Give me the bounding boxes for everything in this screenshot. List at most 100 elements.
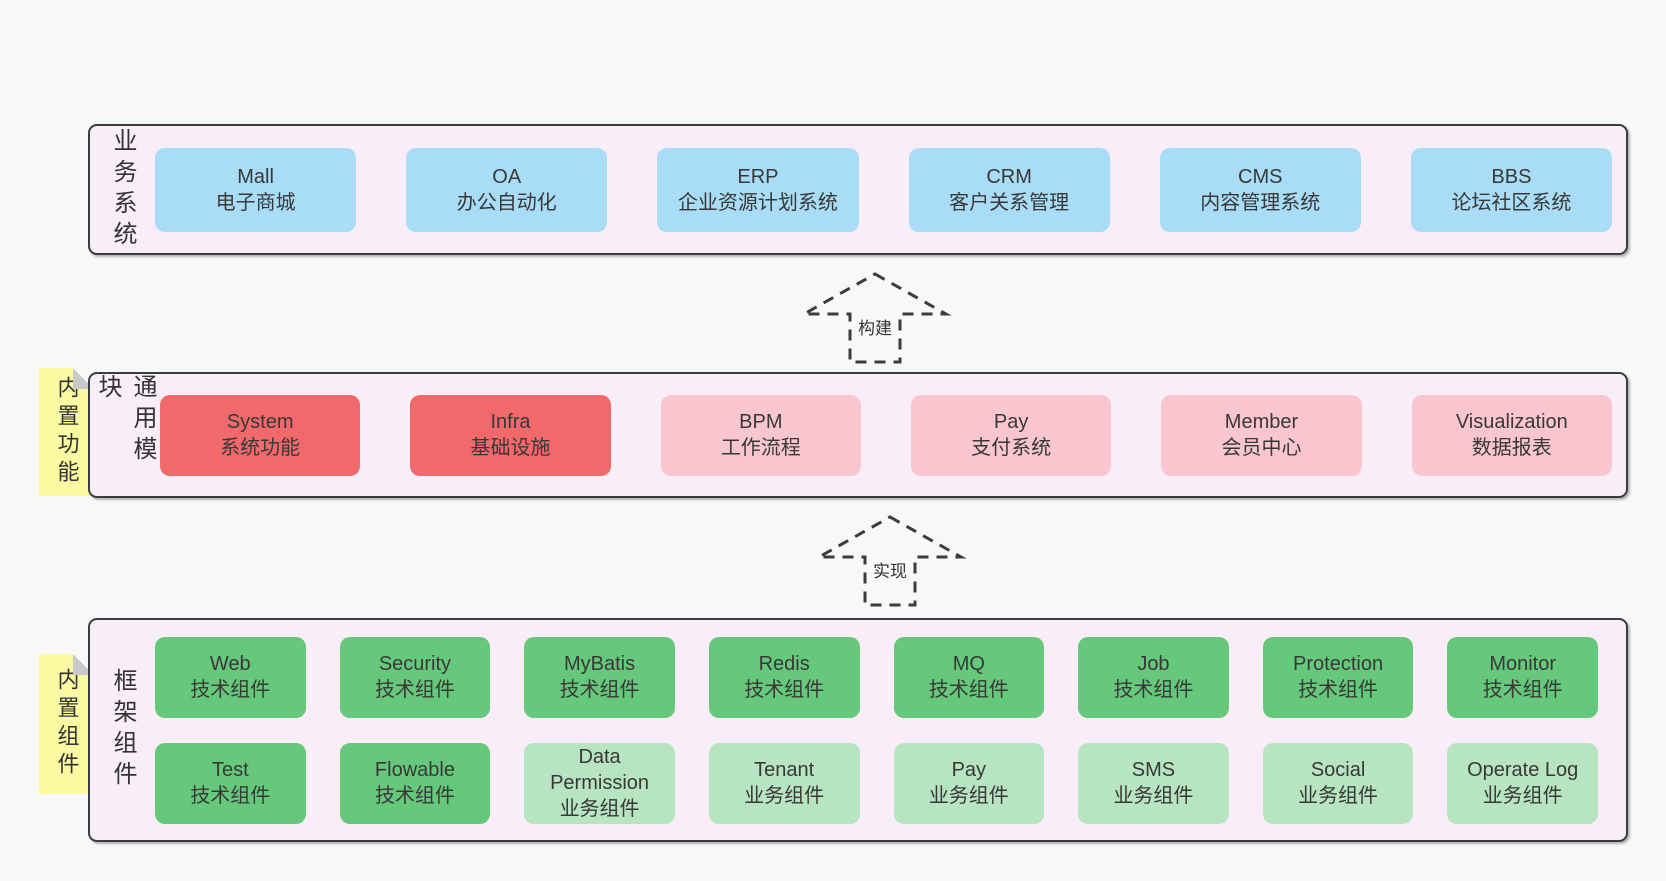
- box-name: Protection: [1293, 653, 1384, 675]
- box-desc: 业务组件: [928, 785, 1009, 807]
- box-redis: Redis 技术组件: [708, 636, 860, 718]
- box-desc: 业务组件: [1298, 785, 1379, 807]
- box-web: Web 技术组件: [155, 636, 306, 718]
- box-crm: CRM 客户关系管理: [908, 147, 1110, 232]
- framework-components-row-2: Test 技术组件 Flowable 技术组件 Data Permission 业务组件 T…: [155, 742, 1598, 824]
- layer-title: 框架组件: [109, 668, 136, 792]
- box-name: Flowable: [374, 759, 455, 781]
- box-desc: 工作流程: [720, 437, 801, 459]
- box-name: CMS: [1238, 165, 1283, 188]
- box-system: System 系统功能: [160, 394, 361, 476]
- box-desc: 办公自动化: [456, 191, 557, 214]
- box-desc: 技术组件: [190, 679, 271, 701]
- box-bpm: BPM 工作流程: [660, 394, 861, 476]
- arrow-label: 实现: [870, 556, 910, 583]
- box-name: Operate Log: [1467, 759, 1579, 781]
- box-mybatis: MyBatis 技术组件: [524, 636, 675, 718]
- box-name: Monitor: [1489, 653, 1557, 675]
- box-desc: 业务组件: [1482, 785, 1563, 807]
- box-desc: 基础设施: [470, 437, 551, 459]
- box-operate-log: Operate Log 业务组件: [1447, 742, 1598, 824]
- box-desc: 技术组件: [1113, 679, 1194, 701]
- box-desc: 业务组件: [1113, 785, 1194, 807]
- box-desc: 会员中心: [1221, 437, 1302, 459]
- box-mall: Mall 电子商城: [155, 147, 357, 232]
- box-name: Pay: [951, 759, 987, 781]
- layer-common-modules: 通用模块 System 系统功能 Infra 基础设施 BPM 工作流程 Pay 支付系统 Me…: [88, 372, 1628, 498]
- box-name: Job: [1137, 653, 1170, 675]
- box-desc: 客户关系管理: [949, 191, 1070, 214]
- box-oa: OA 办公自动化: [406, 147, 608, 232]
- box-monitor: Monitor 技术组件: [1447, 636, 1598, 718]
- box-name: Redis: [758, 653, 810, 675]
- box-name: MyBatis: [564, 653, 636, 675]
- layer-title: 通用模块: [94, 374, 156, 467]
- box-desc: 内容管理系统: [1200, 191, 1321, 214]
- box-desc: 技术组件: [744, 679, 825, 701]
- box-visualization: Visualization 数据报表: [1411, 394, 1612, 476]
- box-name: SMS: [1131, 759, 1176, 781]
- box-name: Infra: [490, 411, 531, 433]
- box-desc: 技术组件: [1482, 679, 1563, 701]
- box-desc: 技术组件: [190, 785, 271, 807]
- box-job: Job 技术组件: [1078, 636, 1229, 718]
- box-name: CRM: [986, 165, 1032, 188]
- box-pay: Pay 支付系统: [910, 394, 1112, 476]
- box-desc: 业务组件: [559, 798, 640, 820]
- box-desc: 技术组件: [1298, 679, 1379, 701]
- box-desc: 支付系统: [971, 437, 1052, 459]
- box-name: BBS: [1491, 165, 1532, 188]
- box-name: Tenant: [754, 759, 815, 781]
- box-name: System: [226, 411, 294, 433]
- box-name: Web: [209, 653, 251, 675]
- layer-business-systems: 业务系统 Mall 电子商城 OA 办公自动化 ERP 企业资源计划系统 CRM 客户关系管理…: [88, 124, 1628, 255]
- box-name: Member: [1224, 411, 1299, 433]
- arrow-label: 构建: [855, 313, 895, 340]
- box-mq: MQ 技术组件: [893, 636, 1045, 718]
- up-arrow-icon: [813, 515, 967, 607]
- box-name: BPM: [739, 411, 783, 433]
- box-name: Mall: [237, 165, 274, 188]
- box-desc: 系统功能: [220, 437, 301, 459]
- box-name: Data Permission: [550, 746, 650, 794]
- box-flowable: Flowable 技术组件: [339, 742, 491, 824]
- box-name: Security: [378, 653, 452, 675]
- box-desc: 技术组件: [374, 679, 455, 701]
- up-arrow-icon: [798, 272, 952, 364]
- box-pay: Pay 业务组件: [893, 742, 1045, 824]
- box-name: OA: [492, 165, 522, 188]
- box-desc: 技术组件: [559, 679, 640, 701]
- box-member: Member 会员中心: [1161, 394, 1362, 476]
- box-data-permission: Data Permission 业务组件: [524, 742, 675, 824]
- build-arrow: 构建: [798, 271, 952, 365]
- box-desc: 企业资源计划系统: [677, 191, 838, 214]
- box-sms: SMS 业务组件: [1078, 742, 1229, 824]
- box-name: Visualization: [1455, 411, 1568, 433]
- box-name: ERP: [737, 165, 779, 188]
- box-desc: 数据报表: [1471, 437, 1552, 459]
- box-name: Pay: [993, 411, 1029, 433]
- box-erp: ERP 企业资源计划系统: [657, 147, 859, 232]
- sticky-note-label: 内置组件: [54, 668, 80, 780]
- box-desc: 技术组件: [374, 785, 455, 807]
- business-systems-row: Mall 电子商城 OA 办公自动化 ERP 企业资源计划系统 CRM 客户关系管理 CMS 内容…: [155, 147, 1613, 232]
- box-protection: Protection 技术组件: [1262, 636, 1414, 718]
- sticky-note-built-in-components: 内置组件: [39, 654, 94, 794]
- common-modules-row: System 系统功能 Infra 基础设施 BPM 工作流程 Pay 支付系统 Member 会…: [160, 394, 1612, 476]
- box-infra: Infra 基础设施: [410, 394, 611, 476]
- sticky-note-built-in-features: 内置功能: [39, 368, 94, 496]
- sticky-note-label: 内置功能: [54, 376, 80, 488]
- box-cms: CMS 内容管理系统: [1159, 147, 1361, 232]
- box-desc: 技术组件: [928, 679, 1009, 701]
- box-name: Test: [211, 759, 249, 781]
- layer-title: 业务系统: [109, 127, 136, 252]
- implement-arrow: 实现: [813, 514, 967, 608]
- box-name: MQ: [952, 653, 985, 675]
- box-desc: 电子商城: [215, 191, 296, 214]
